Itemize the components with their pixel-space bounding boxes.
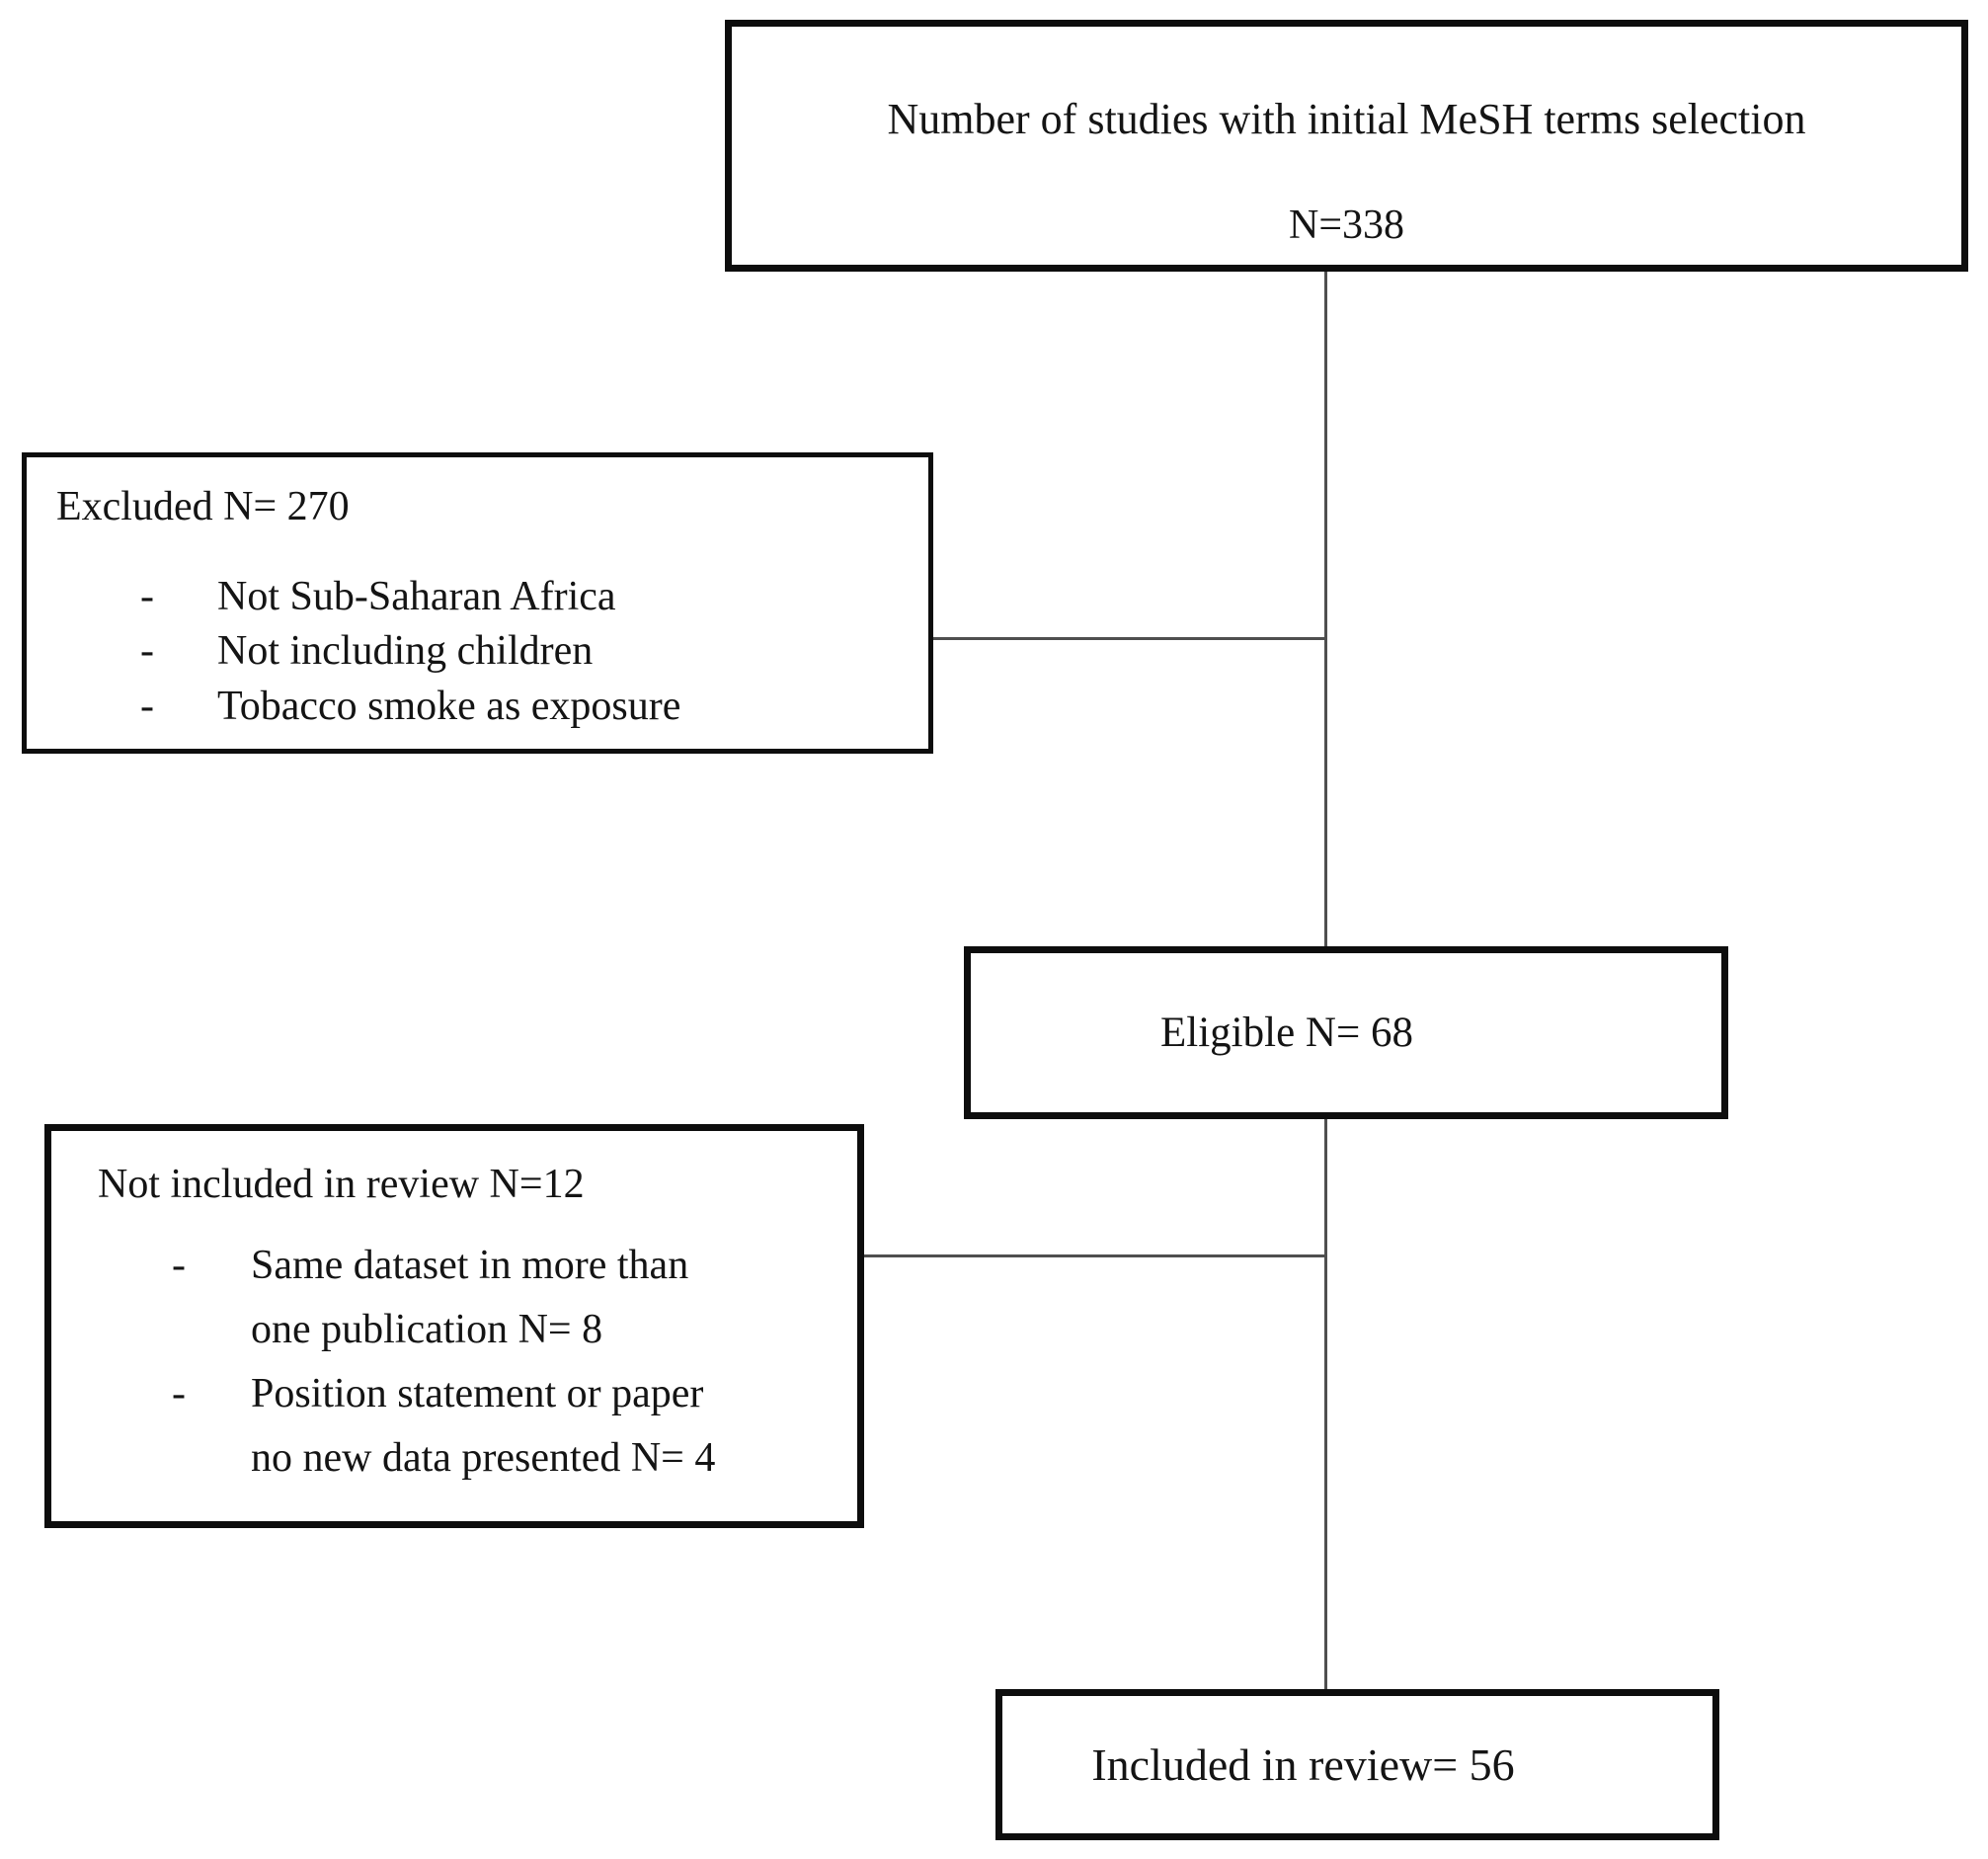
initial-studies-title: Number of studies with initial MeSH term…: [887, 95, 1806, 143]
bullet-dash-icon: -: [172, 1243, 186, 1288]
excluded-reason: Not Sub-Saharan Africa: [217, 574, 616, 619]
bullet-dash-icon: -: [140, 683, 154, 729]
connector-branch-not-included: [864, 1254, 1326, 1257]
eligible-box: Eligible N= 68: [964, 946, 1728, 1119]
not-included-reasons-list: - Same dataset in more than one publicat…: [98, 1234, 847, 1491]
not-included-box: Not included in review N=12 - Same datas…: [44, 1124, 864, 1528]
not-included-reason: Same dataset in more than one publicatio…: [251, 1234, 688, 1362]
excluded-title: Excluded N= 270: [56, 484, 350, 529]
eligible-label: Eligible N= 68: [1160, 1010, 1413, 1056]
included-box: Included in review= 56: [995, 1689, 1719, 1840]
list-item: - Not including children: [140, 624, 918, 679]
reason-line: one publication N= 8: [251, 1307, 603, 1353]
bullet-dash-icon: -: [140, 574, 154, 619]
excluded-reasons-list: - Not Sub-Saharan Africa - Not including…: [56, 570, 918, 734]
excluded-reason: Not including children: [217, 628, 594, 675]
connector-branch-excluded: [933, 637, 1326, 640]
included-label: Included in review= 56: [1091, 1739, 1515, 1790]
not-included-title: Not included in review N=12: [98, 1162, 585, 1207]
reason-line: no new data presented N= 4: [251, 1435, 716, 1482]
bullet-dash-icon: -: [172, 1371, 186, 1417]
list-item: - Not Sub-Saharan Africa: [140, 570, 918, 624]
list-item: - Tobacco smoke as exposure: [140, 680, 918, 734]
initial-studies-box: Number of studies with initial MeSH term…: [725, 20, 1968, 272]
connector-eligible-to-included: [1324, 1119, 1327, 1689]
not-included-reason: Position statement or paper no new data …: [251, 1362, 715, 1491]
excluded-reason: Tobacco smoke as exposure: [217, 683, 681, 729]
reason-line: Position statement or paper: [251, 1371, 704, 1417]
list-item: - Position statement or paper no new dat…: [172, 1362, 847, 1491]
excluded-box: Excluded N= 270 - Not Sub-Saharan Africa…: [22, 452, 933, 754]
list-item: - Same dataset in more than one publicat…: [172, 1234, 847, 1362]
connector-initial-to-eligible: [1324, 272, 1327, 946]
reason-line: Same dataset in more than: [251, 1243, 689, 1288]
bullet-dash-icon: -: [140, 628, 154, 675]
initial-studies-count: N=338: [1288, 202, 1405, 248]
